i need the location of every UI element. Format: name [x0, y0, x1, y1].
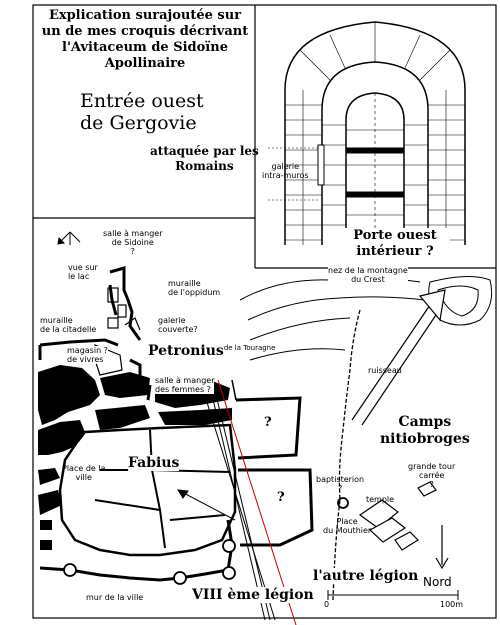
town-blocks: [38, 365, 232, 550]
label-q-upper: ?: [264, 415, 272, 430]
page-title: Entrée ouest de Gergovie: [80, 90, 204, 134]
label-vue-lac: vue sur le lac: [68, 263, 98, 281]
label-galerie-couverte-line-1: galerie: [158, 316, 186, 325]
label-nord: Nord: [423, 575, 452, 589]
label-salle-sidoine: salle à manger de Sidoine ?: [103, 229, 162, 256]
enclosures: [235, 396, 314, 547]
header-note-line-4: Apollinaire: [104, 56, 186, 71]
label-salle-sidoine-line-3: ?: [130, 247, 135, 256]
label-mur-ville: mur de la ville: [86, 593, 144, 602]
gate-caption: Porte ouest intérieur ?: [340, 228, 450, 260]
label-muraille-oppidum-line-2: de l'oppidum: [168, 288, 221, 297]
north-arrow-icon: [435, 525, 449, 570]
page-title-line-1: Entrée ouest: [80, 90, 204, 112]
label-muraille-citadelle-line-2: de la citadelle: [40, 325, 97, 334]
gate-illustration: [268, 21, 466, 245]
label-place-ville-line-2: ville: [75, 473, 92, 482]
scale-label-zero: 0: [324, 600, 330, 609]
label-galerie-couverte-line-2: couverte?: [158, 325, 198, 334]
label-grande-tour-line-3: ?: [429, 480, 434, 489]
compass-icon: [57, 231, 81, 245]
town-outlines: [58, 423, 237, 557]
gate-gallery-label: galerie intra-muros: [262, 162, 309, 180]
label-place-touragne: Place de la Touragne: [203, 344, 276, 352]
label-salle-sidoine-line-2: de Sidoine: [111, 238, 154, 247]
label-magasin-line-1: magasin ?: [67, 346, 108, 355]
label-galerie-couverte: galerie couverte?: [158, 316, 198, 334]
label-place-ville-line-1: Place de la: [62, 464, 106, 473]
label-muraille-citadelle-line-1: muraille: [40, 316, 73, 325]
header-note-line-2: un de mes croquis décrivant: [41, 24, 249, 39]
label-salle-femmes: salle à manger des femmes ?: [155, 376, 215, 394]
contours: [239, 276, 493, 361]
label-grande-tour: grande tour carrée ?: [408, 462, 455, 489]
label-grande-tour-line-2: carrée: [418, 471, 445, 480]
label-nez-montagne-line-2: du Crest: [351, 275, 385, 284]
scale-bar: [327, 590, 459, 600]
label-viii-legion: VIII ème légion: [192, 587, 314, 603]
red-attack-line: [217, 379, 297, 625]
label-temple: temple: [366, 495, 395, 504]
label-muraille-oppidum: muraille de l'oppidum: [168, 279, 220, 297]
label-magasin-line-2: de vivres: [67, 355, 104, 364]
city-wall: [39, 519, 234, 582]
header-note-line-1: Explication surajoutée sur: [48, 8, 242, 23]
label-vue-lac-line-2: le lac: [68, 272, 90, 281]
label-baptisterion: baptisterion ?: [316, 475, 364, 493]
label-place-mouthier-line-1: Place: [336, 517, 358, 526]
label-petronius: Petronius: [148, 343, 224, 359]
label-baptisterion-line-2: ?: [337, 484, 343, 493]
label-autre-legion: l'autre légion: [313, 568, 419, 584]
page-subtitle-line-1: attaquée par les: [150, 144, 259, 158]
attack-arrow: [351, 289, 446, 426]
label-q-lower: ?: [277, 490, 285, 505]
temple-sketch: [358, 481, 437, 551]
label-camps-line-1: Camps: [398, 414, 452, 430]
scale-label-end: 100m: [440, 600, 464, 609]
gate-gallery-label-line-1: galerie: [271, 162, 300, 171]
label-baptisterion-line-1: baptisterion: [316, 475, 365, 484]
page-subtitle: attaquée par les Romains: [150, 144, 259, 174]
gate-gallery-label-line-2: intra-muros: [262, 171, 309, 180]
label-place-mouthier-line-2: du Mouthier: [323, 526, 372, 535]
label-salle-sidoine-line-1: salle à manger: [103, 229, 163, 238]
gate-caption-line-1: Porte ouest: [353, 228, 437, 243]
label-magasin: magasin ? de vivres: [67, 346, 108, 364]
label-nez-montagne: nez de la montagne du Crest: [328, 266, 408, 284]
label-place-mouthier: Place du Mouthier: [323, 517, 371, 535]
header-note-line-3: l'Avitaceum de Sidoïne: [62, 40, 228, 55]
label-camps-line-2: nitiobroges: [380, 431, 470, 447]
stream: [332, 309, 361, 601]
label-fabius: Fabius: [128, 455, 180, 471]
label-grande-tour-line-1: grande tour: [408, 462, 456, 471]
page-title-line-2: de Gergovie: [80, 112, 197, 134]
label-camps: Camps nitiobroges: [380, 414, 470, 448]
label-muraille-oppidum-line-1: muraille: [168, 279, 201, 288]
label-salle-femmes-line-1: salle à manger: [155, 376, 215, 385]
label-vue-lac-line-1: vue sur: [68, 263, 98, 272]
gate-caption-line-2: intérieur ?: [356, 244, 434, 259]
header-note: Explication surajoutée sur un de mes cro…: [36, 8, 254, 72]
wall-towers: [63, 497, 349, 585]
label-salle-femmes-line-2: des femmes ?: [155, 385, 211, 394]
label-ruisseau: ruisseau: [368, 366, 402, 375]
label-nez-montagne-line-1: nez de la montagne: [328, 266, 408, 275]
attack-lines: [177, 377, 276, 621]
page-subtitle-line-2: Romains: [175, 159, 234, 173]
label-place-ville: Place de la ville: [62, 464, 105, 482]
label-muraille-citadelle: muraille de la citadelle: [40, 316, 96, 334]
